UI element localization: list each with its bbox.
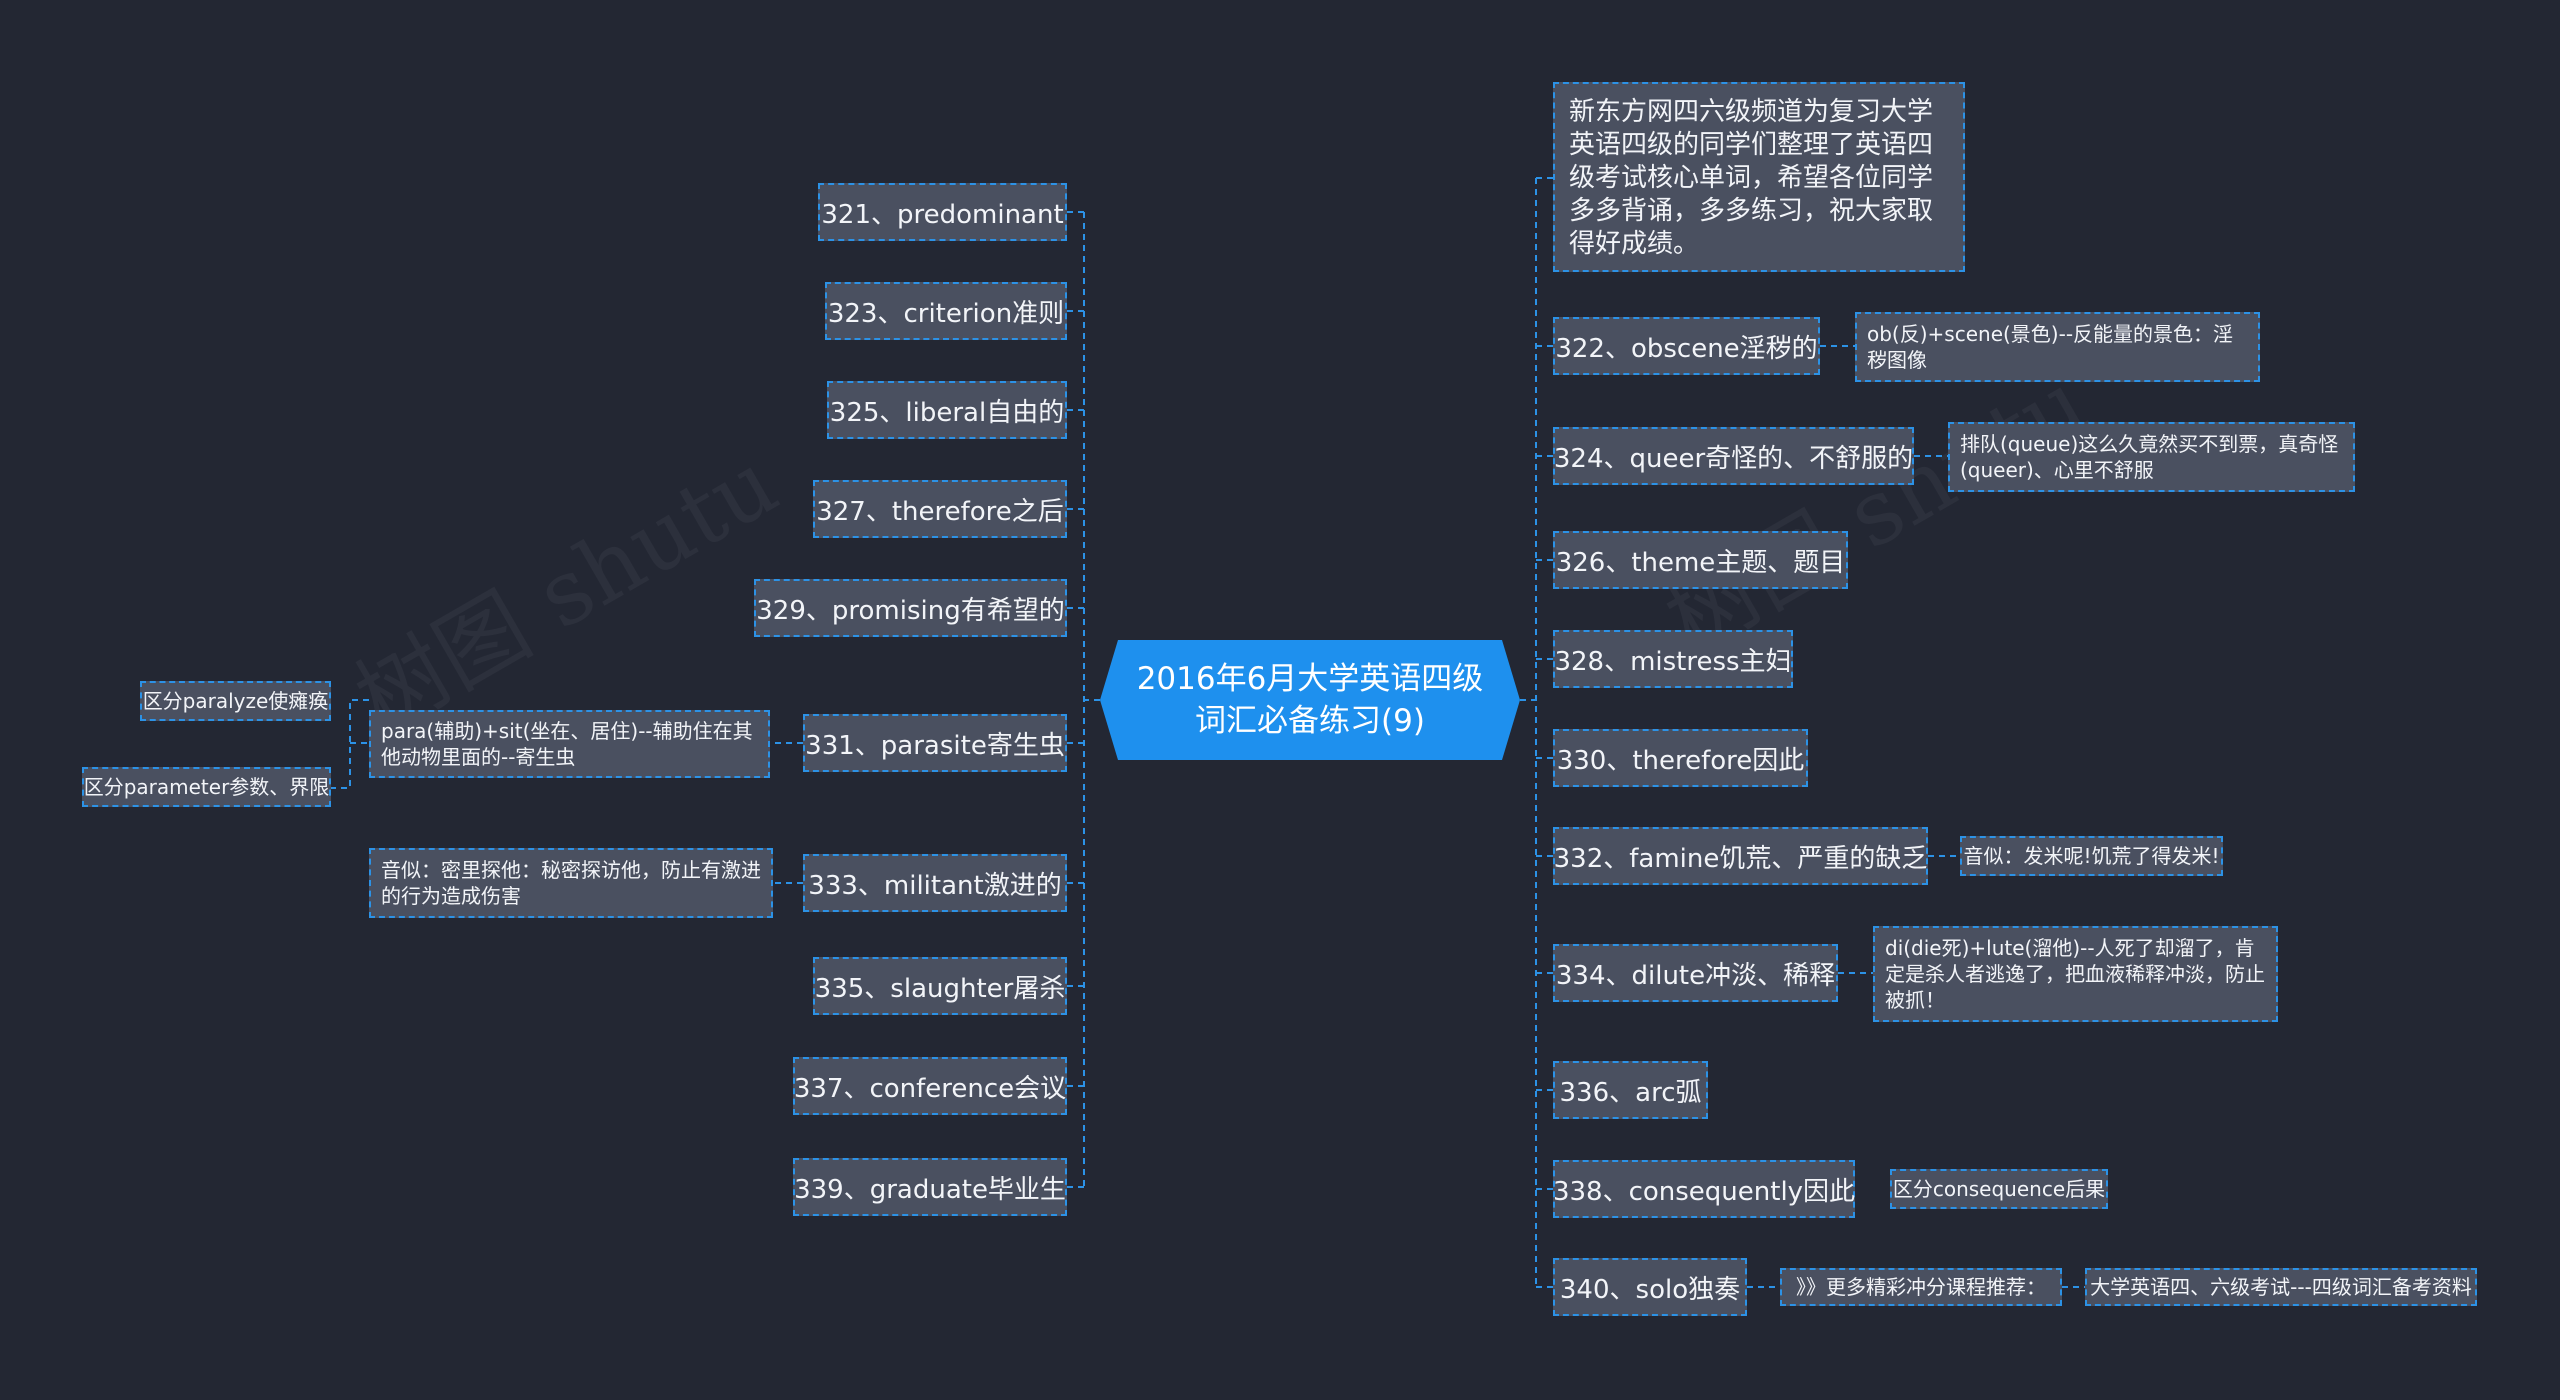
node-339[interactable]: 339、graduate毕业生 bbox=[793, 1158, 1067, 1216]
note-331-paralyze[interactable]: 区分paralyze使瘫痪 bbox=[140, 681, 331, 721]
note-331-parameter[interactable]: 区分parameter参数、界限 bbox=[82, 767, 331, 807]
node-323[interactable]: 323、criterion准则 bbox=[825, 282, 1067, 340]
note-324-mnemonic[interactable]: 排队(queue)这么久竟然买不到票，真奇怪(queer)、心里不舒服 bbox=[1948, 422, 2355, 492]
note-331-etymology[interactable]: para(辅助)+sit(坐在、居住)--辅助住在其他动物里面的--寄生虫 bbox=[369, 710, 770, 778]
intro-text[interactable]: 新东方网四六级频道为复习大学英语四级的同学们整理了英语四级考试核心单词，希望各位… bbox=[1553, 82, 1965, 272]
node-328[interactable]: 328、mistress主妇 bbox=[1553, 630, 1793, 688]
node-327[interactable]: 327、therefore之后 bbox=[813, 480, 1067, 538]
note-334-mnemonic[interactable]: di(die死)+lute(溜他)--人死了却溜了，肯定是杀人者逃逸了，把血液稀… bbox=[1873, 926, 2278, 1022]
node-326[interactable]: 326、theme主题、题目 bbox=[1553, 531, 1848, 589]
note-340-course-link[interactable]: 大学英语四、六级考试---四级词汇备考资料 bbox=[2085, 1268, 2477, 1306]
node-337[interactable]: 337、conference会议 bbox=[793, 1057, 1067, 1115]
note-333-mnemonic[interactable]: 音似：密里探他：秘密探访他，防止有激进的行为造成伤害 bbox=[369, 848, 773, 918]
node-325[interactable]: 325、liberal自由的 bbox=[827, 381, 1067, 439]
node-331[interactable]: 331、parasite寄生虫 bbox=[803, 714, 1067, 772]
node-336[interactable]: 336、arc弧 bbox=[1553, 1061, 1708, 1119]
central-topic[interactable]: 2016年6月大学英语四级 词汇必备练习(9) bbox=[1100, 640, 1520, 760]
node-333[interactable]: 333、militant激进的 bbox=[803, 854, 1067, 912]
node-330[interactable]: 330、therefore因此 bbox=[1553, 729, 1808, 787]
note-340-recommend[interactable]: 》》更多精彩冲分课程推荐： bbox=[1780, 1268, 2062, 1306]
node-329[interactable]: 329、promising有希望的 bbox=[754, 579, 1067, 637]
note-338-consequence[interactable]: 区分consequence后果 bbox=[1890, 1169, 2108, 1209]
note-332-mnemonic[interactable]: 音似：发米呢!饥荒了得发米! bbox=[1960, 836, 2223, 876]
central-topic-line1: 2016年6月大学英语四级 bbox=[1136, 661, 1484, 697]
node-324[interactable]: 324、queer奇怪的、不舒服的 bbox=[1553, 427, 1914, 485]
node-335[interactable]: 335、slaughter屠杀 bbox=[813, 957, 1067, 1015]
note-322-etymology[interactable]: ob(反)+scene(景色)--反能量的景色：淫秽图像 bbox=[1855, 312, 2260, 382]
node-338[interactable]: 338、consequently因此 bbox=[1553, 1160, 1855, 1218]
node-322[interactable]: 322、obscene淫秽的 bbox=[1553, 317, 1820, 375]
node-340[interactable]: 340、solo独奏 bbox=[1553, 1258, 1747, 1316]
node-332[interactable]: 332、famine饥荒、严重的缺乏 bbox=[1553, 827, 1928, 885]
node-321[interactable]: 321、predominant bbox=[818, 183, 1067, 241]
node-334[interactable]: 334、dilute冲淡、稀释 bbox=[1553, 944, 1838, 1002]
central-topic-line2: 词汇必备练习(9) bbox=[1195, 703, 1425, 739]
